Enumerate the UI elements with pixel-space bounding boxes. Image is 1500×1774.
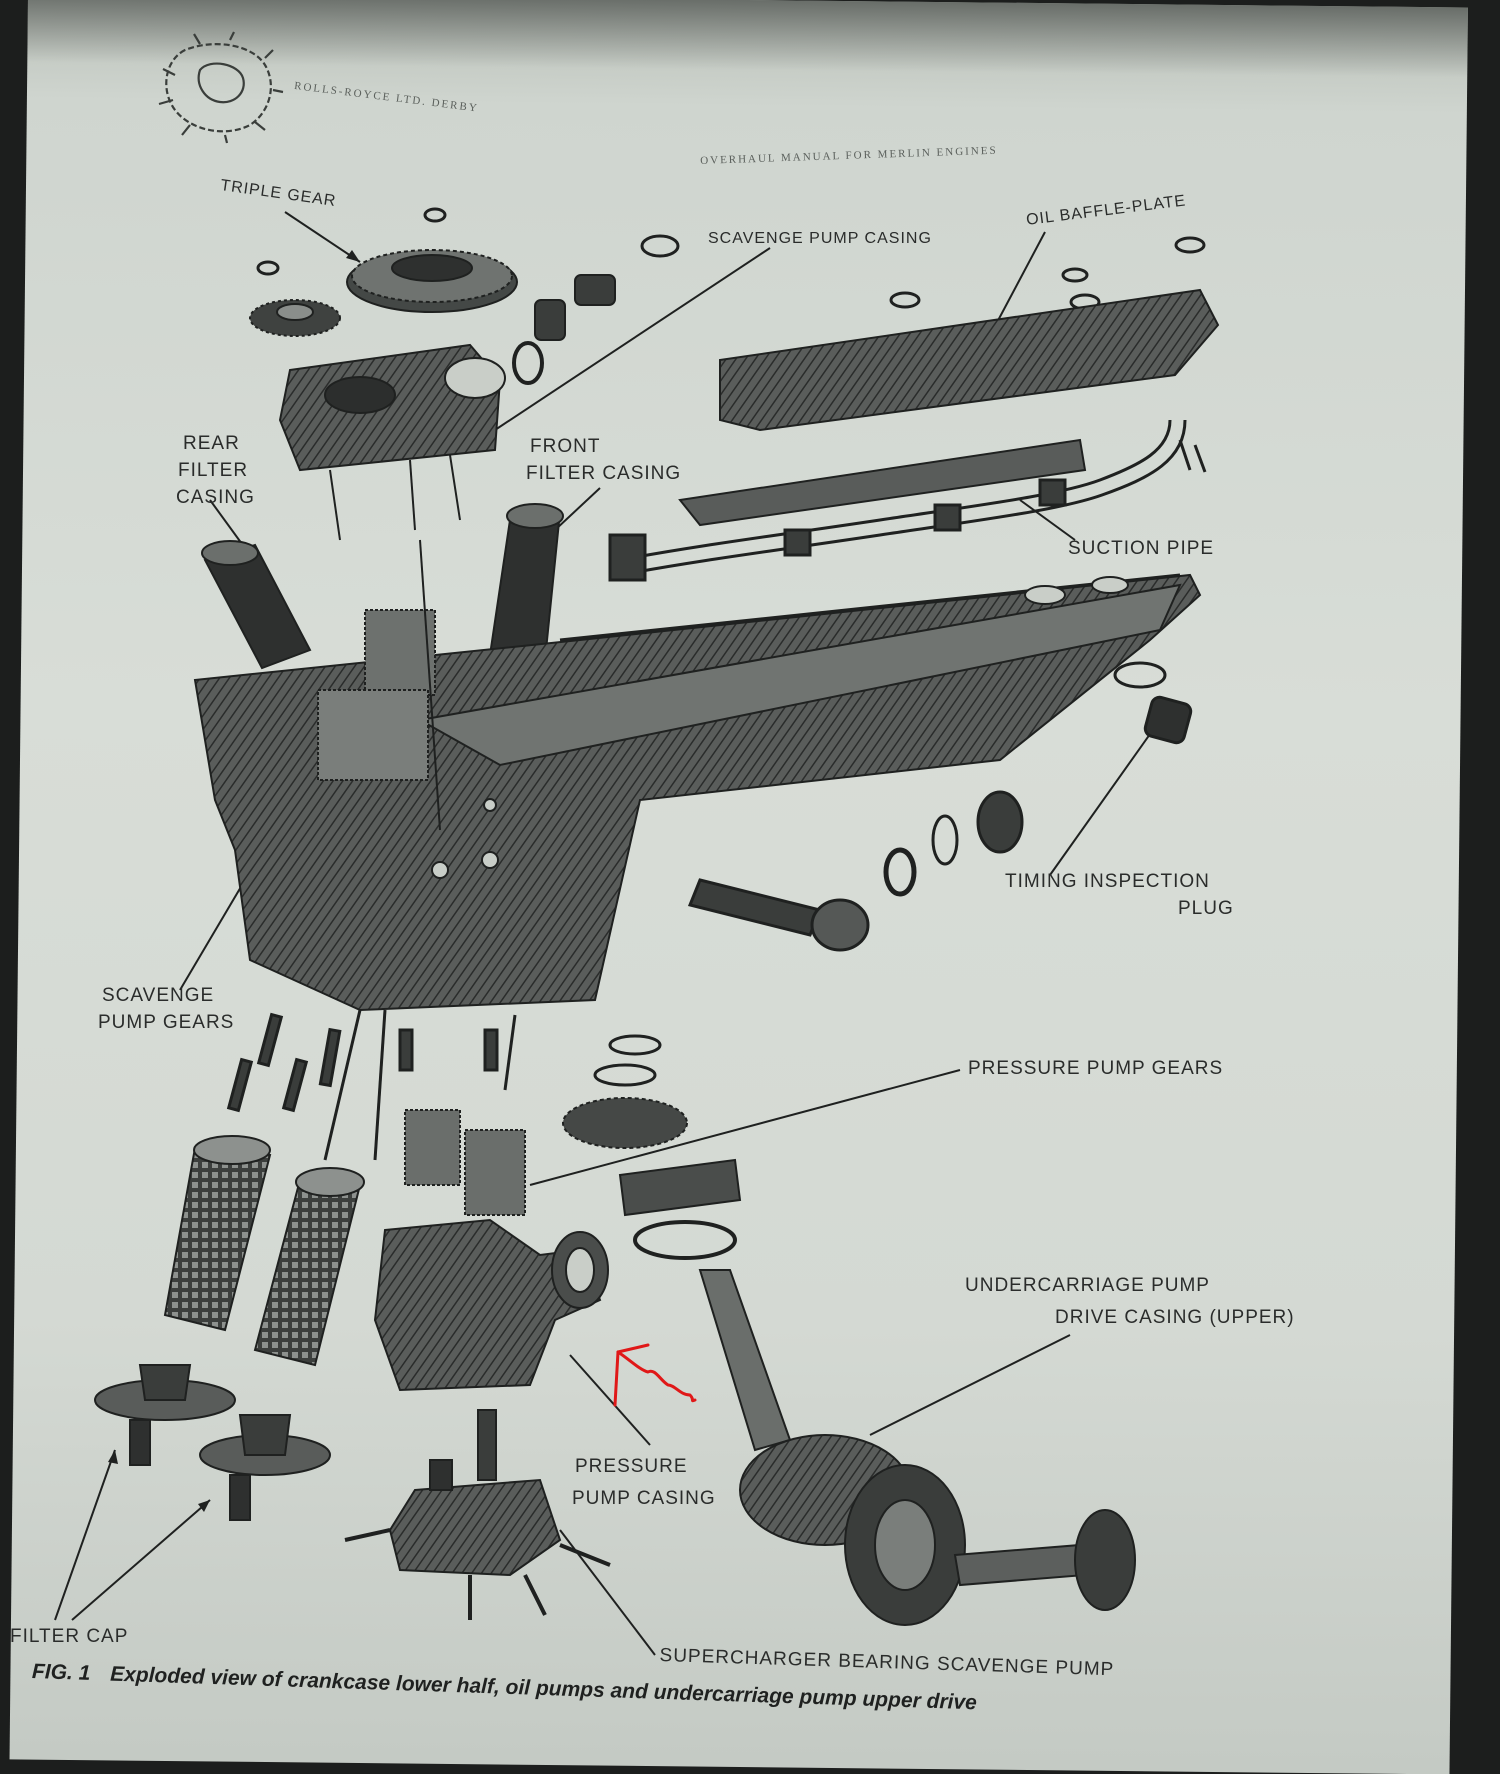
front-filter-casing [488,503,564,662]
leader-front-filter [554,487,601,531]
leader-timing-plug [1049,719,1161,876]
label-suction-pipe: SUCTION PIPE [1068,538,1215,559]
timing-inspection-plug [687,661,1193,952]
scavenge-pump-casing [278,343,506,541]
supercharger-bearing-scavenge-pump [344,1409,611,1620]
scavenge-gear-stack [317,539,441,831]
suction-pipe [608,419,1187,582]
filter-element-left [163,1135,272,1332]
label-rear-filter-casing-3: CASING [176,487,255,508]
label-pressure-pump-casing-1: PRESSURE [575,1456,688,1477]
leader-triple-gear [284,211,361,263]
leader-scavenge-casing [494,247,771,431]
triple-gear [346,249,518,313]
loose-bolts [226,1009,517,1161]
pressure-pump-gears [404,1034,688,1216]
label-pressure-pump-gears: PRESSURE PUMP GEARS [968,1058,1224,1079]
oil-baffle-plate [678,288,1220,527]
red-annotation-arrow [613,1343,697,1407]
leader-suction-pipe [1019,499,1076,541]
leader-undercarriage [869,1334,1071,1436]
filter-element-right [253,1167,365,1367]
label-rear-filter-casing-1: REAR [183,433,240,454]
label-scavenge-pump-casing: SCAVENGE PUMP CASING [708,230,932,247]
label-timing-inspection-plug-1: TIMING INSPECTION [1005,871,1210,892]
label-scavenge-pump-gears-1: SCAVENGE [102,985,215,1006]
pipe-clip [1178,439,1207,473]
rear-filter-casing [201,540,312,670]
leader-scavenge-gears [179,879,246,991]
leader-pressure-casing [569,1354,651,1446]
emblem-stamp [158,31,284,144]
undercarriage-drive [618,1158,1136,1626]
leader-filter-cap-2 [71,1499,211,1621]
label-scavenge-pump-gears-2: PUMP GEARS [98,1012,235,1033]
label-front-filter-casing-1: FRONT [530,436,601,457]
leader-filter-cap-1 [54,1449,116,1621]
pressure-pump-casing [373,1218,609,1392]
crankcase-lower-half [193,573,1202,1012]
label-rear-filter-casing-2: FILTER [178,460,249,481]
filter-cap-left [94,1364,236,1466]
label-undercarriage-casing-1: UNDERCARRIAGE PUMP [965,1275,1210,1296]
label-timing-inspection-plug-2: PLUG [1178,898,1234,919]
label-undercarriage-casing-2: DRIVE CASING (UPPER) [1055,1307,1295,1328]
label-front-filter-casing-2: FILTER CASING [526,463,682,484]
label-filter-cap: FILTER CAP [10,1626,129,1647]
leader-pressure-gears [529,1069,961,1186]
figure-number: FIG. 1 [31,1660,91,1685]
small-gear [249,299,341,337]
small-parts [512,274,616,385]
filter-cap-right [199,1414,331,1521]
label-pressure-pump-casing-2: PUMP CASING [572,1488,716,1509]
